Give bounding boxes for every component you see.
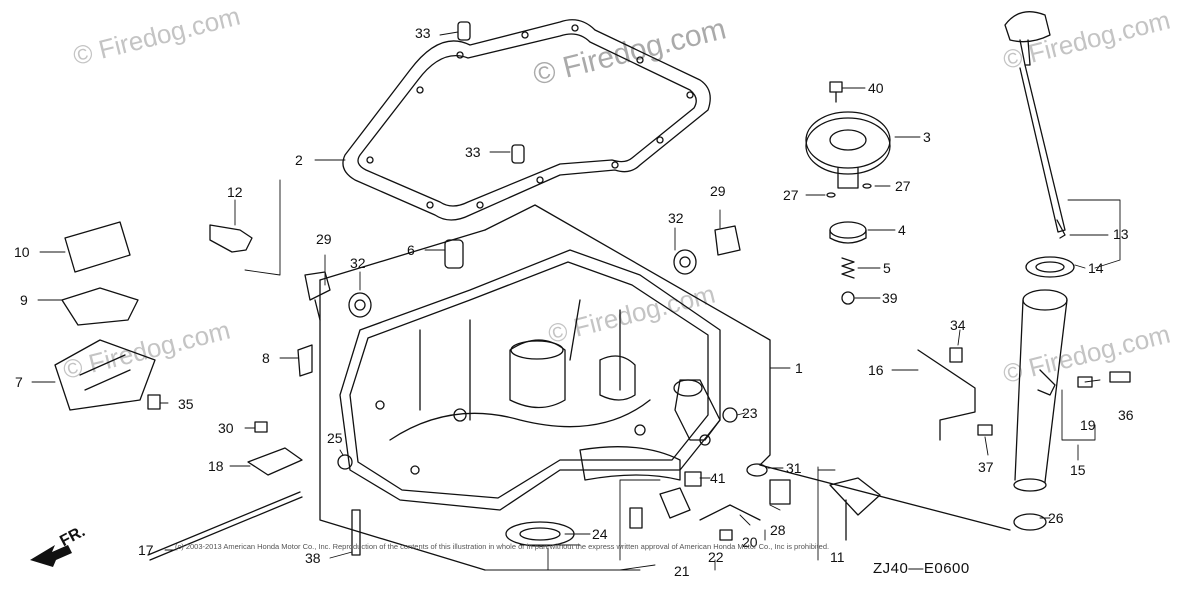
callout-labels: 1 2 3 4 5 6 7 8 9 10 11 12 13 14 15 16 1… bbox=[14, 25, 1134, 579]
callout-13: 13 bbox=[1113, 226, 1129, 242]
front-arrow-icon bbox=[30, 545, 72, 567]
callout-41: 41 bbox=[710, 470, 726, 486]
breather-cover-7 bbox=[54, 339, 156, 411]
clip-8 bbox=[297, 344, 313, 377]
callout-31: 31 bbox=[786, 460, 802, 476]
dipstick-part bbox=[1004, 11, 1066, 239]
callout-37: 37 bbox=[978, 459, 994, 475]
callout-1: 1 bbox=[795, 360, 803, 376]
callout-32b: 32 bbox=[668, 210, 684, 226]
callout-17: 17 bbox=[138, 542, 154, 558]
bolt-37 bbox=[977, 424, 993, 436]
callout-33b: 33 bbox=[465, 144, 481, 160]
callout-7: 7 bbox=[15, 374, 23, 390]
washer-32a bbox=[348, 292, 372, 318]
holder-4 bbox=[829, 221, 867, 239]
oring-26 bbox=[1013, 513, 1047, 531]
valve-11 bbox=[829, 477, 881, 541]
callout-24: 24 bbox=[592, 526, 608, 542]
callout-20: 20 bbox=[742, 534, 758, 550]
part-21-pin bbox=[629, 507, 643, 529]
callout-34: 34 bbox=[950, 317, 966, 333]
callout-18: 18 bbox=[208, 458, 224, 474]
ball-39 bbox=[841, 291, 855, 305]
callout-10: 10 bbox=[14, 244, 30, 260]
callout-4: 4 bbox=[898, 222, 906, 238]
callout-21: 21 bbox=[674, 563, 690, 579]
callout-28: 28 bbox=[770, 522, 786, 538]
callout-14: 14 bbox=[1088, 260, 1104, 276]
washer-31 bbox=[746, 463, 768, 477]
plug-23 bbox=[722, 407, 738, 423]
bolt-34 bbox=[949, 347, 963, 363]
callout-9: 9 bbox=[20, 292, 28, 308]
breather-tube-12 bbox=[209, 224, 253, 253]
bolt-40 bbox=[829, 81, 843, 93]
callout-39: 39 bbox=[882, 290, 898, 306]
callout-3: 3 bbox=[923, 129, 931, 145]
callout-27b: 27 bbox=[895, 178, 911, 194]
callout-8: 8 bbox=[262, 350, 270, 366]
switch-21 bbox=[659, 487, 691, 519]
drain-bolt-29a bbox=[304, 271, 331, 321]
callout-15: 15 bbox=[1070, 462, 1086, 478]
dowel-33b bbox=[511, 144, 525, 164]
callout-11: 11 bbox=[830, 549, 845, 565]
callout-25: 25 bbox=[327, 430, 343, 446]
callout-19: 19 bbox=[1080, 417, 1096, 433]
callout-23: 23 bbox=[742, 405, 758, 421]
seal-25 bbox=[337, 454, 353, 470]
spring-5 bbox=[841, 257, 855, 279]
gasket-part bbox=[342, 19, 711, 221]
bracket-18 bbox=[247, 447, 303, 476]
callout-6: 6 bbox=[407, 242, 415, 258]
bolt-22 bbox=[719, 529, 733, 541]
diagram-reference-code: ZJ40—E0600 bbox=[873, 560, 970, 577]
pan-frame-bottom bbox=[319, 279, 486, 571]
callout-29a: 29 bbox=[316, 231, 332, 247]
callout-30: 30 bbox=[218, 420, 234, 436]
dowel-33a bbox=[457, 21, 471, 41]
bolt-35 bbox=[147, 394, 161, 410]
governor-gear-part bbox=[805, 111, 891, 189]
callout-26: 26 bbox=[1048, 510, 1064, 526]
callout-32a: 32 bbox=[350, 255, 366, 271]
callout-36: 36 bbox=[1118, 407, 1134, 423]
rod-17 bbox=[147, 491, 301, 556]
bracket-16 bbox=[917, 349, 976, 441]
bolt-36 bbox=[1109, 371, 1131, 383]
callout-29b: 29 bbox=[710, 183, 726, 199]
pan-frame-left bbox=[319, 229, 486, 281]
bolt-38 bbox=[351, 509, 361, 556]
callout-35: 35 bbox=[178, 396, 194, 412]
callout-38: 38 bbox=[305, 550, 321, 566]
callout-33a: 33 bbox=[415, 25, 431, 41]
drain-bolt-29b bbox=[714, 225, 741, 256]
callout-2: 2 bbox=[295, 152, 303, 168]
oil-pan-part bbox=[339, 249, 721, 511]
pan-callout-frame bbox=[484, 204, 771, 466]
collar-19 bbox=[1077, 376, 1093, 388]
gasket-9 bbox=[61, 287, 139, 326]
callout-22: 22 bbox=[708, 549, 724, 565]
callout-5: 5 bbox=[883, 260, 891, 276]
plug-28 bbox=[769, 479, 791, 505]
callout-27a: 27 bbox=[783, 187, 799, 203]
washer-32b bbox=[673, 249, 697, 275]
plug-41 bbox=[684, 471, 702, 487]
wire-20 bbox=[699, 504, 761, 521]
callout-12: 12 bbox=[227, 184, 243, 200]
callout-40: 40 bbox=[868, 80, 884, 96]
bolt-30 bbox=[254, 421, 268, 433]
filter-10 bbox=[64, 221, 131, 273]
callout-16: 16 bbox=[868, 362, 884, 378]
copyright-notice: (c) 2003-2013 American Honda Motor Co., … bbox=[175, 542, 830, 551]
filler-tube-part bbox=[1013, 289, 1068, 492]
seal-14 bbox=[1025, 256, 1075, 278]
dowel-6 bbox=[444, 239, 464, 269]
